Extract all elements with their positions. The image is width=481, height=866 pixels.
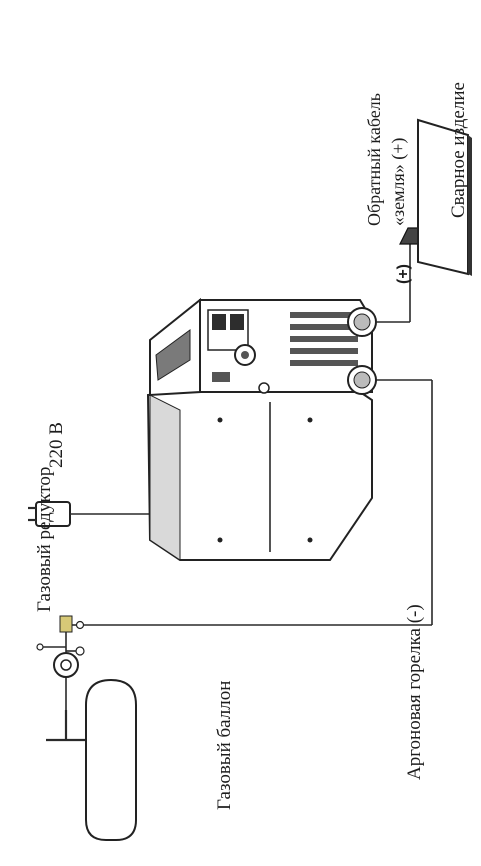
workpiece-plate-icon — [417, 118, 472, 276]
return-cable-label-line1: Обратный кабель — [364, 93, 384, 226]
workpiece-label: Сварное изделие — [448, 82, 469, 218]
gas-reducer-icon — [36, 615, 85, 710]
gas-reducer-label: Газовый редуктор — [34, 467, 55, 612]
welding-machine-icon — [146, 297, 377, 561]
gas-cylinder-label: Газовый баллон — [214, 681, 235, 810]
gas-cylinder-icon — [46, 678, 137, 841]
return-cable-label-line2: «земля» (+) — [388, 138, 409, 226]
voltage-label: 220 В — [46, 422, 67, 468]
argon-torch-label: Аргоновая горелка (-) — [404, 604, 425, 780]
power-plug-icon — [28, 498, 151, 527]
plus-terminal-label: (+) — [395, 264, 412, 284]
